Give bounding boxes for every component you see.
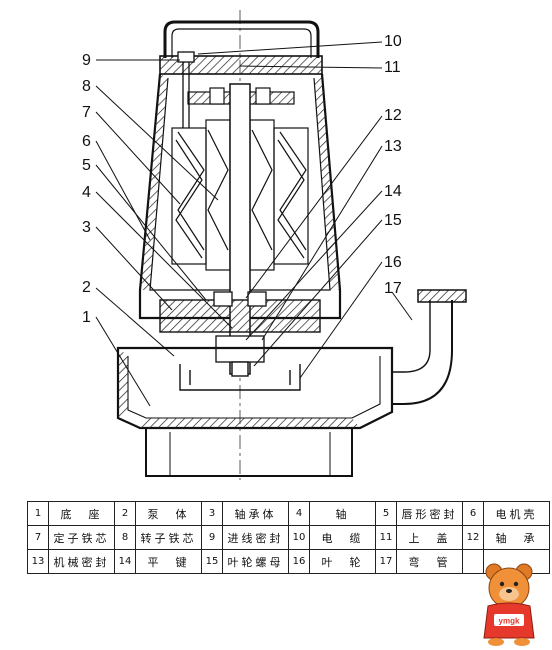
mascot-badge-text: ymgk	[499, 617, 520, 626]
part-number-cell: 3	[201, 501, 223, 526]
part-name-cell: 轴	[309, 501, 376, 526]
part-number-cell: 14	[114, 549, 136, 574]
pump-cross-section-diagram: 1 2 3 4 5 6 7 8 9 10 11 12 13 14 15 16 1…	[82, 10, 467, 480]
part-number-cell: 17	[375, 549, 397, 574]
part-name-cell: 弯 管	[396, 549, 463, 574]
callout-2: 2	[82, 279, 91, 296]
part-name-cell: 泵 体	[135, 501, 202, 526]
part-name-cell: 电 缆	[309, 525, 376, 550]
part-name-cell: 轴承体	[222, 501, 289, 526]
base	[145, 428, 353, 477]
callout-8: 8	[82, 78, 91, 95]
callout-3: 3	[82, 219, 91, 236]
callout-17: 17	[384, 280, 402, 297]
part-number-cell: 2	[114, 501, 136, 526]
impeller	[179, 361, 301, 391]
lifting-handle	[163, 20, 320, 58]
bearing-housing	[159, 299, 321, 333]
part-name-cell: 平 键	[135, 549, 202, 574]
callout-16: 16	[384, 254, 402, 271]
part-name-cell: 唇形密封	[396, 501, 463, 526]
callout-12: 12	[384, 107, 402, 124]
part-number-cell: 9	[201, 525, 223, 550]
callout-7: 7	[82, 104, 91, 121]
part-name-cell: 机械密封	[48, 549, 115, 574]
callout-13: 13	[384, 138, 402, 155]
upper-cover	[159, 55, 323, 75]
part-number-cell: 13	[27, 549, 49, 574]
callout-4: 4	[82, 184, 91, 201]
callout-11: 11	[384, 59, 401, 76]
part-number-cell: 7	[27, 525, 49, 550]
part-name-cell: 电机壳	[483, 501, 550, 526]
callout-14: 14	[384, 183, 402, 200]
part-number-cell: 5	[375, 501, 397, 526]
part-number-cell: 6	[462, 501, 484, 526]
callout-1: 1	[82, 309, 91, 326]
callout-15: 15	[384, 212, 402, 229]
part-name-cell: 叶轮螺母	[222, 549, 289, 574]
callout-6: 6	[82, 133, 91, 150]
part-name-cell: 进线密封	[222, 525, 289, 550]
part-number-cell: 11	[375, 525, 397, 550]
part-number-cell: 12	[462, 525, 484, 550]
callout-10: 10	[384, 33, 402, 50]
part-name-cell: 定子铁芯	[48, 525, 115, 550]
cable	[182, 60, 190, 128]
callout-9: 9	[82, 52, 91, 69]
part-number-cell: 1	[27, 501, 49, 526]
part-name-cell: 转子铁芯	[135, 525, 202, 550]
part-name-cell: 叶 轮	[309, 549, 376, 574]
part-number-cell: 8	[114, 525, 136, 550]
callout-5: 5	[82, 157, 91, 174]
part-number-cell: 15	[201, 549, 223, 574]
part-name-cell: 轴 承	[483, 525, 550, 550]
part-number-cell: 10	[288, 525, 310, 550]
part-name-cell: 上 盖	[396, 525, 463, 550]
part-number-cell: 4	[288, 501, 310, 526]
discharge-elbow	[391, 289, 467, 405]
part-number-cell: 16	[288, 549, 310, 574]
bear-mascot-image: ymgk	[483, 563, 535, 646]
part-name-cell: 底 座	[48, 501, 115, 526]
